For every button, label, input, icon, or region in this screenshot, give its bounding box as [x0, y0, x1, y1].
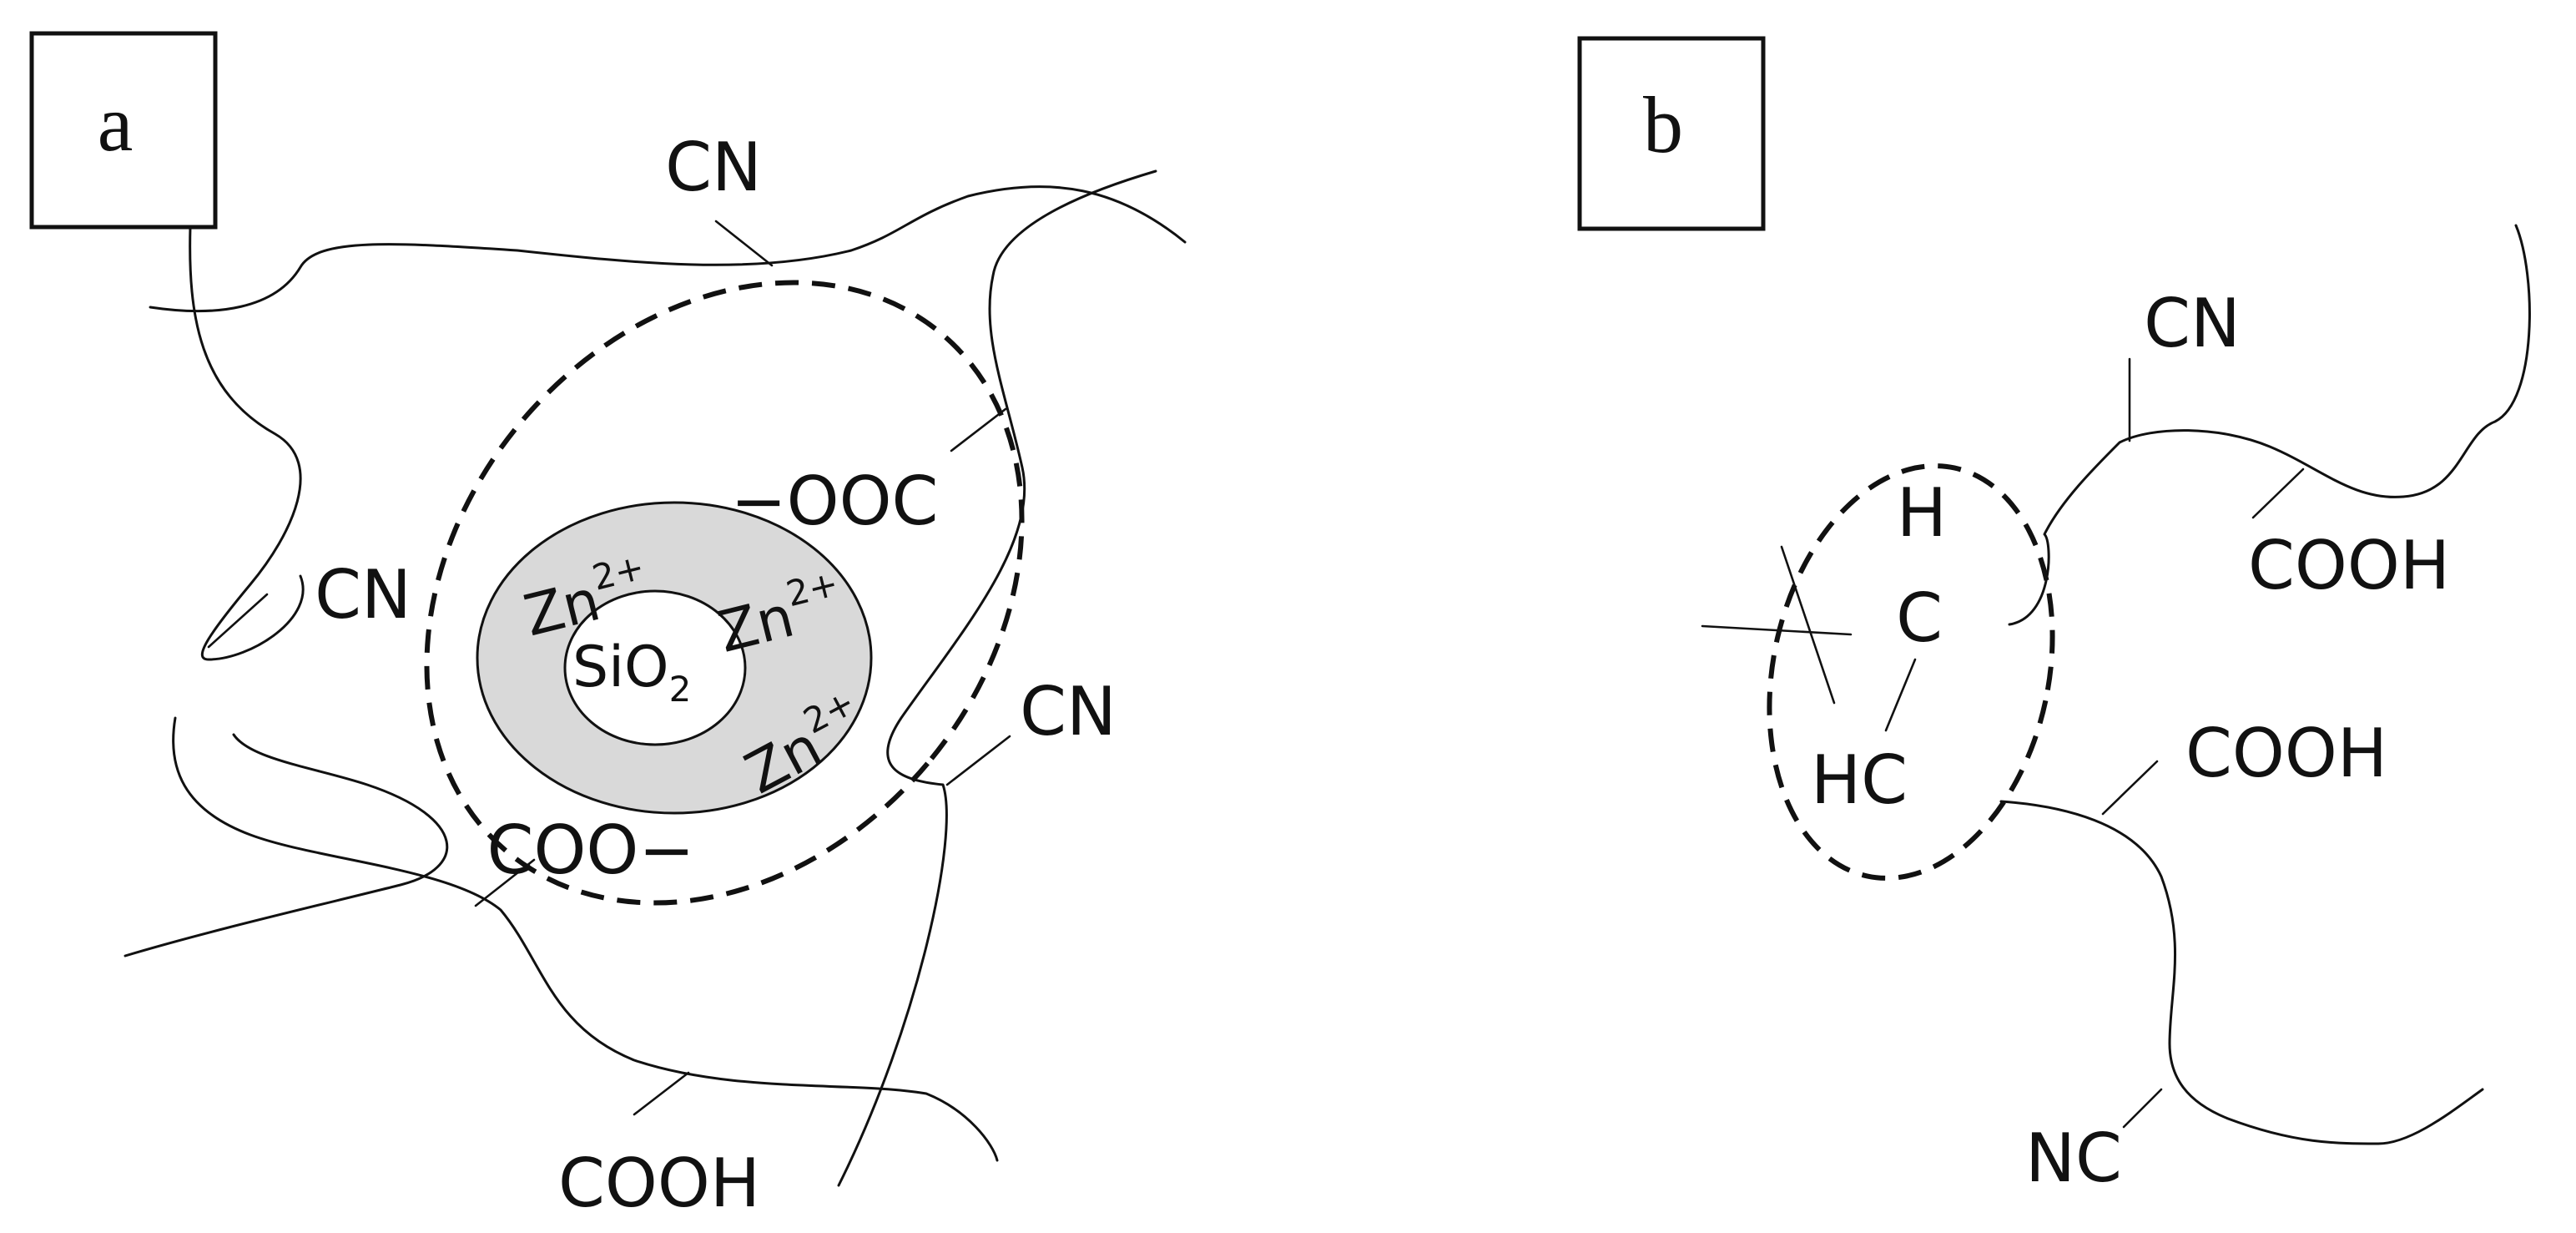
label-b-c: C [1896, 579, 1943, 657]
chain-right [837, 169, 1157, 1187]
branch-cn-top [714, 220, 774, 267]
panel-b-tag: b [1643, 80, 1683, 169]
bond-c-hc [1884, 658, 1917, 732]
label-b-hc: HC [1811, 741, 1908, 819]
branch-cooh [633, 1071, 690, 1116]
chain-b-lower [1999, 800, 2484, 1145]
label-coo: COO− [487, 811, 695, 889]
branch-cn-left [207, 593, 269, 649]
chain-bottom-left [124, 733, 449, 958]
branch-cn-right [945, 735, 1011, 786]
label-cooh-bottom: COOH [558, 1145, 760, 1222]
label-cn-right: CN [1020, 673, 1117, 750]
panel-a-tag: a [98, 78, 134, 168]
cross-bar-diagonal [1780, 545, 1836, 705]
panel-a: a CN CN CN COOH −OOC COO− Zn2+ Zn2+ [29, 31, 1187, 1222]
branch-ooc [950, 407, 1007, 452]
label-b-h: H [1897, 474, 1947, 552]
branch-b-cooh-lower [2101, 760, 2159, 816]
chain-top [149, 185, 1187, 313]
chain-b-top [2008, 224, 2531, 626]
panel-b: b CN COOH COOH NC H C HC [1577, 36, 2531, 1197]
label-ooc: −OOC [731, 462, 939, 540]
branch-b-cooh-upper [2251, 467, 2305, 519]
chain-lower [172, 716, 999, 1162]
label-b-cooh-upper: COOH [2248, 527, 2450, 604]
label-cn-top: CN [665, 129, 762, 206]
panel-b-tag-box [1577, 36, 1766, 231]
branch-b-nc [2122, 1088, 2163, 1129]
label-b-nc: NC [2025, 1119, 2122, 1197]
panel-a-tag-box [29, 31, 218, 230]
cross-bar-horizontal [1701, 624, 1853, 636]
label-b-cn: CN [2144, 285, 2241, 362]
label-sio2: SiO2 [572, 634, 691, 710]
chain-region [1767, 463, 2055, 881]
chain-left [189, 225, 305, 661]
silica-core [563, 589, 747, 746]
label-b-cooh-lower: COOH [2185, 715, 2387, 792]
label-cn-left: CN [315, 556, 411, 634]
